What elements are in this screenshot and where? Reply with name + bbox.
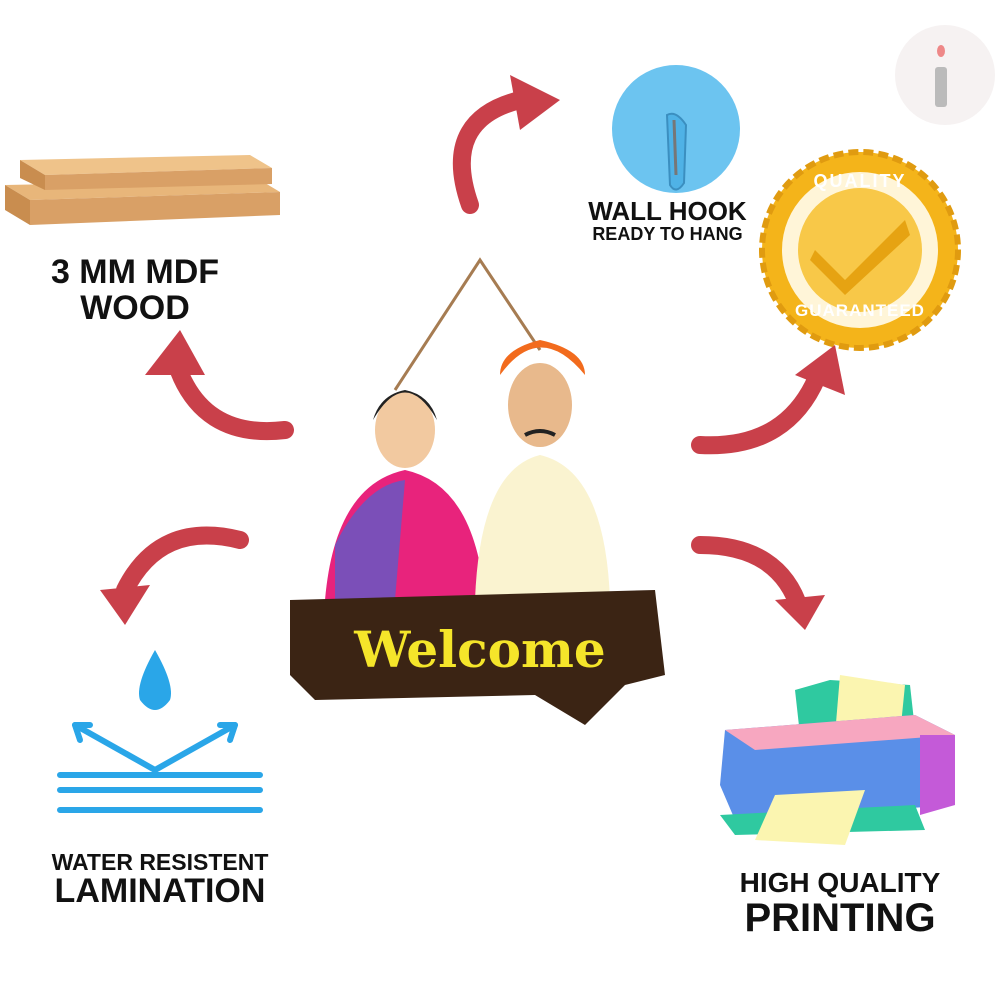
printing-label: HIGH QUALITY PRINTING (720, 867, 960, 941)
wood-planks-icon (5, 155, 280, 225)
water-label-line1: WATER RESISTENT (51, 849, 269, 875)
badge-text-bottom: GUARANTEED (795, 301, 925, 320)
badge-text-top: QUALITY (813, 171, 907, 191)
quality-guaranteed-badge: QUALITY GUARANTEED (759, 149, 961, 351)
brand-logo-stem (935, 67, 947, 107)
printer-icon (720, 675, 955, 845)
welcome-sign-product: Welcome (285, 255, 670, 745)
wood-label-line2: WOOD (80, 288, 190, 327)
wood-label: 3 MM MDF WOOD (20, 253, 250, 327)
water-resistant-icon (57, 650, 263, 813)
brand-logo-dot (937, 45, 945, 57)
wall-hook-icon (612, 65, 740, 193)
wood-label-line1: 3 MM MDF (50, 253, 220, 291)
welcome-sign-text: Welcome (354, 620, 606, 679)
water-label: WATER RESISTENT LAMINATION (30, 850, 290, 910)
brand-logo: i (895, 25, 995, 125)
wall-hook-label: WALL HOOK READY TO HANG (575, 196, 760, 245)
wall-hook-label-line1: WALL HOOK (588, 196, 747, 226)
printing-label-line1: HIGH QUALITY (739, 867, 941, 898)
water-label-line2: LAMINATION (54, 872, 266, 911)
wall-hook-label-line2: READY TO HANG (592, 224, 743, 245)
printing-label-line2: PRINTING (744, 896, 936, 941)
